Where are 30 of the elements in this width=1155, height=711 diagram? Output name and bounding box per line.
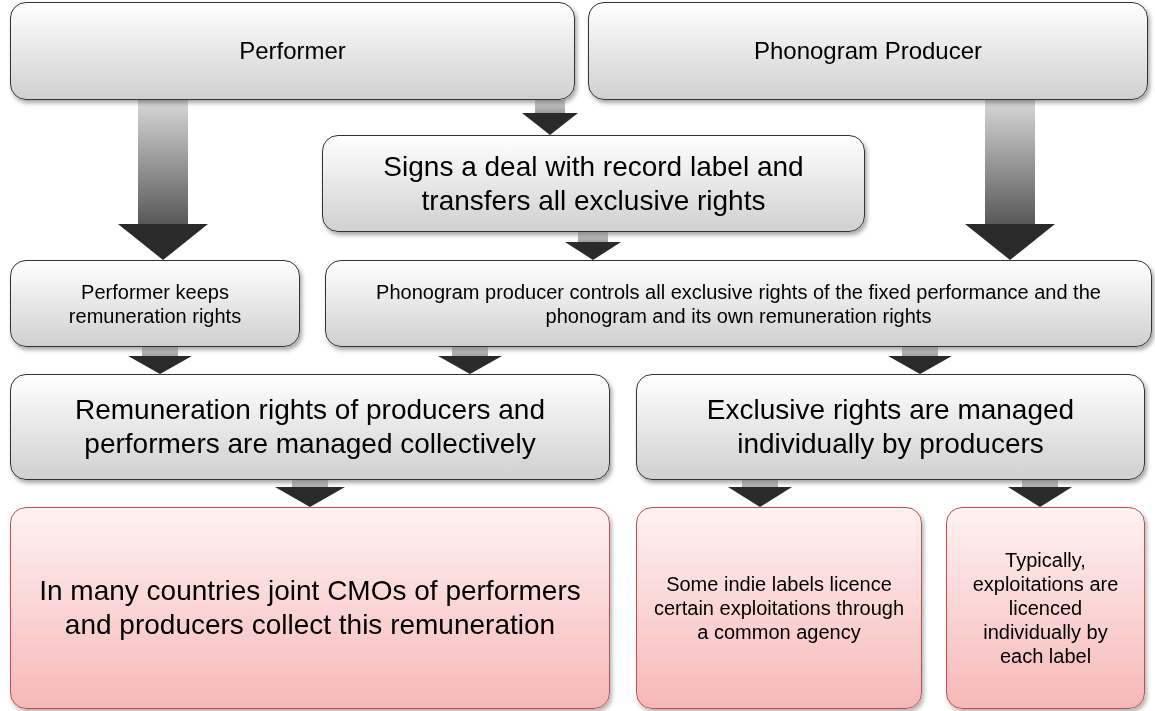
process-box: [10, 374, 610, 480]
process-box: [10, 2, 575, 100]
box-text: Remuneration rights of producers and performers are managed collectively: [73, 393, 546, 461]
process-box: [636, 374, 1145, 480]
outcome-box: [636, 507, 922, 709]
box-text: Phonogram Producer: [753, 36, 983, 66]
block-arrow: [728, 480, 792, 507]
box-text: Typically, exploitations are licenced individually by each label: [971, 548, 1120, 668]
box-text: In many countries joint CMOs of performers and producers collect this remuneration: [38, 574, 582, 642]
process-box: [588, 2, 1148, 100]
block-arrow: [275, 480, 345, 507]
box-text: Performer keeps remuneration rights: [67, 279, 243, 328]
process-box: [325, 260, 1152, 347]
block-arrow: [965, 100, 1055, 260]
block-arrow: [888, 347, 952, 374]
process-box: [322, 135, 865, 232]
block-arrow: [565, 232, 621, 260]
block-arrow: [128, 347, 192, 374]
outcome-box: [946, 507, 1145, 709]
box-text: Signs a deal with record label and transfers all exclusive rights: [382, 149, 805, 218]
box-text: Performer: [239, 36, 346, 66]
outcome-box: [10, 507, 610, 709]
block-arrow: [522, 100, 578, 135]
block-arrow: [118, 100, 208, 260]
process-box: [10, 260, 300, 347]
block-arrow: [438, 347, 502, 374]
box-text: Phonogram producer controls all exclusive rights of the fixed performance and the phonogram and its own remuneration rights: [375, 279, 1102, 328]
block-arrow: [1008, 480, 1072, 507]
box-text: Exclusive rights are managed individually by producers: [705, 393, 1076, 461]
box-text: Some indie labels licence certain exploitations through a common agency: [652, 572, 906, 644]
